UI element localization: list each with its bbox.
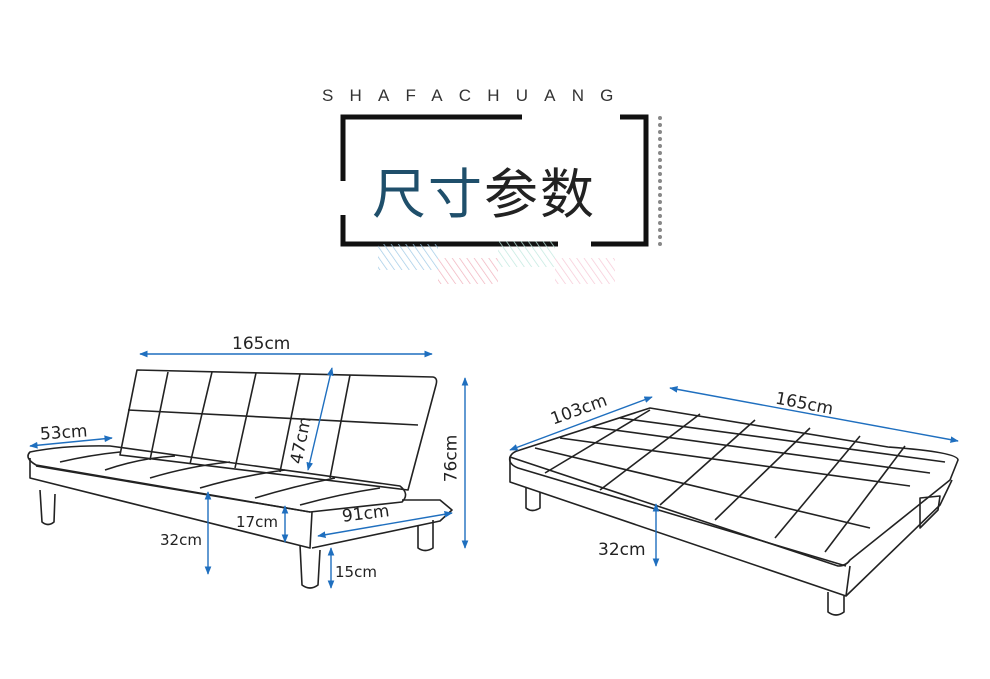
title-part1: 尺寸 (372, 163, 484, 226)
seat-height-label: 32cm (160, 531, 202, 549)
cushion-height-label: 17cm (236, 513, 278, 531)
decorative-dots (658, 116, 662, 246)
decorative-hatch-blocks (378, 241, 615, 284)
total-height-label: 76cm (441, 434, 462, 483)
subtitle: SHAFACHUANG (322, 86, 630, 105)
title-frame (340, 114, 649, 247)
bed-drawing (508, 407, 959, 616)
bed-height-label: 32cm (598, 540, 646, 560)
sofa-width-label: 165cm (232, 334, 291, 354)
sofa-depth-label: 53cm (39, 421, 89, 445)
bed-dimension-lines (509, 386, 959, 567)
leg-height-label: 15cm (335, 563, 377, 581)
sofa-drawing (27, 369, 453, 589)
sofa-dimension-lines (29, 350, 469, 589)
title-part2: 参数 (484, 163, 596, 226)
page-title: 尺寸参数 (372, 150, 596, 229)
